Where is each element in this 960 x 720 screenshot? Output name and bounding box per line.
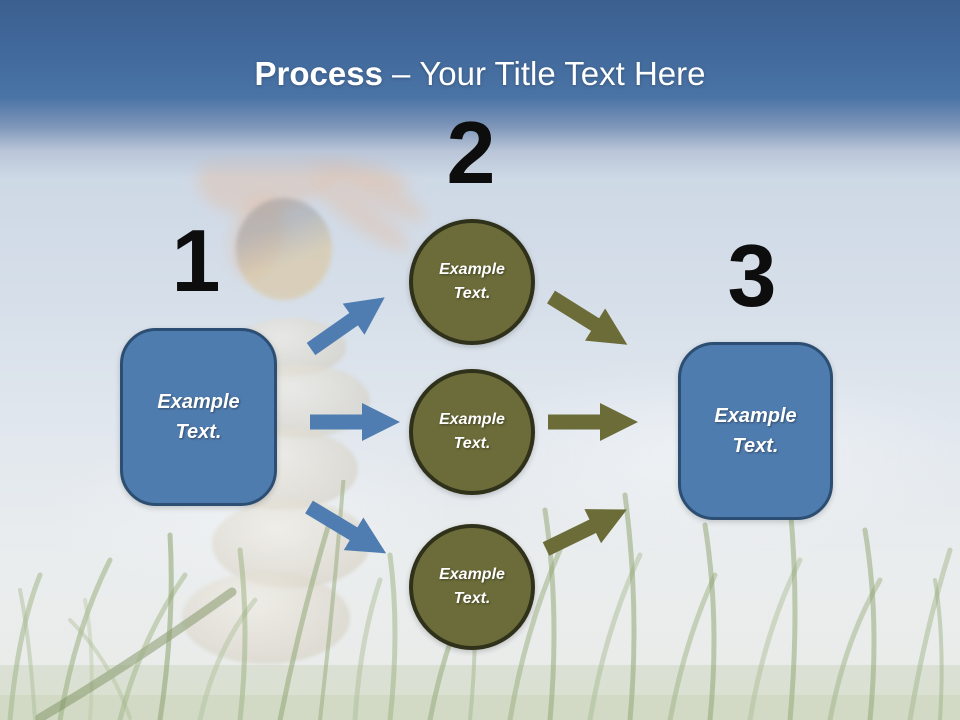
olive-arrow-bottom (542, 509, 627, 556)
circle-bottom-label-line1: Example (439, 566, 505, 583)
slide-title: Process–Your Title Text Here (0, 54, 960, 94)
end-box-label-line1: Example (714, 405, 797, 427)
circle-top-label-line1: Example (439, 261, 505, 278)
circle-bottom-label-line2: Text. (453, 590, 491, 607)
stacked-stone-image (182, 572, 350, 664)
grass-image (0, 480, 960, 720)
title-separator: – (391, 55, 411, 92)
start-box-label-line2: Text. (175, 421, 222, 443)
circle-middle-label-line1: Example (439, 411, 505, 428)
step-number-3: 3 (727, 226, 777, 325)
step-number-2: 2 (446, 103, 496, 202)
held-stone-image (236, 198, 332, 300)
circle-middle-label-line2: Text. (453, 435, 491, 452)
title-emphasis: Process (254, 55, 383, 92)
circle-top-label-line2: Text. (453, 285, 491, 302)
olive-arrow-top (547, 290, 628, 345)
process-circle-top: Example Text. (409, 219, 535, 345)
start-box-label-line1: Example (157, 391, 240, 413)
step-number-1: 1 (171, 211, 221, 310)
title-band (0, 0, 960, 178)
blue-arrow-bottom (305, 500, 387, 554)
process-end-box: Example Text. (678, 342, 833, 520)
process-circle-middle: Example Text. (409, 369, 535, 495)
olive-arrow-middle (548, 403, 638, 441)
title-text: Your Title Text Here (419, 55, 706, 92)
process-circle-bottom: Example Text. (409, 524, 535, 650)
end-box-label-line2: Text. (732, 435, 779, 457)
blue-arrow-middle (310, 403, 400, 441)
blue-arrow-top (306, 297, 385, 356)
process-start-box: Example Text. (120, 328, 277, 506)
